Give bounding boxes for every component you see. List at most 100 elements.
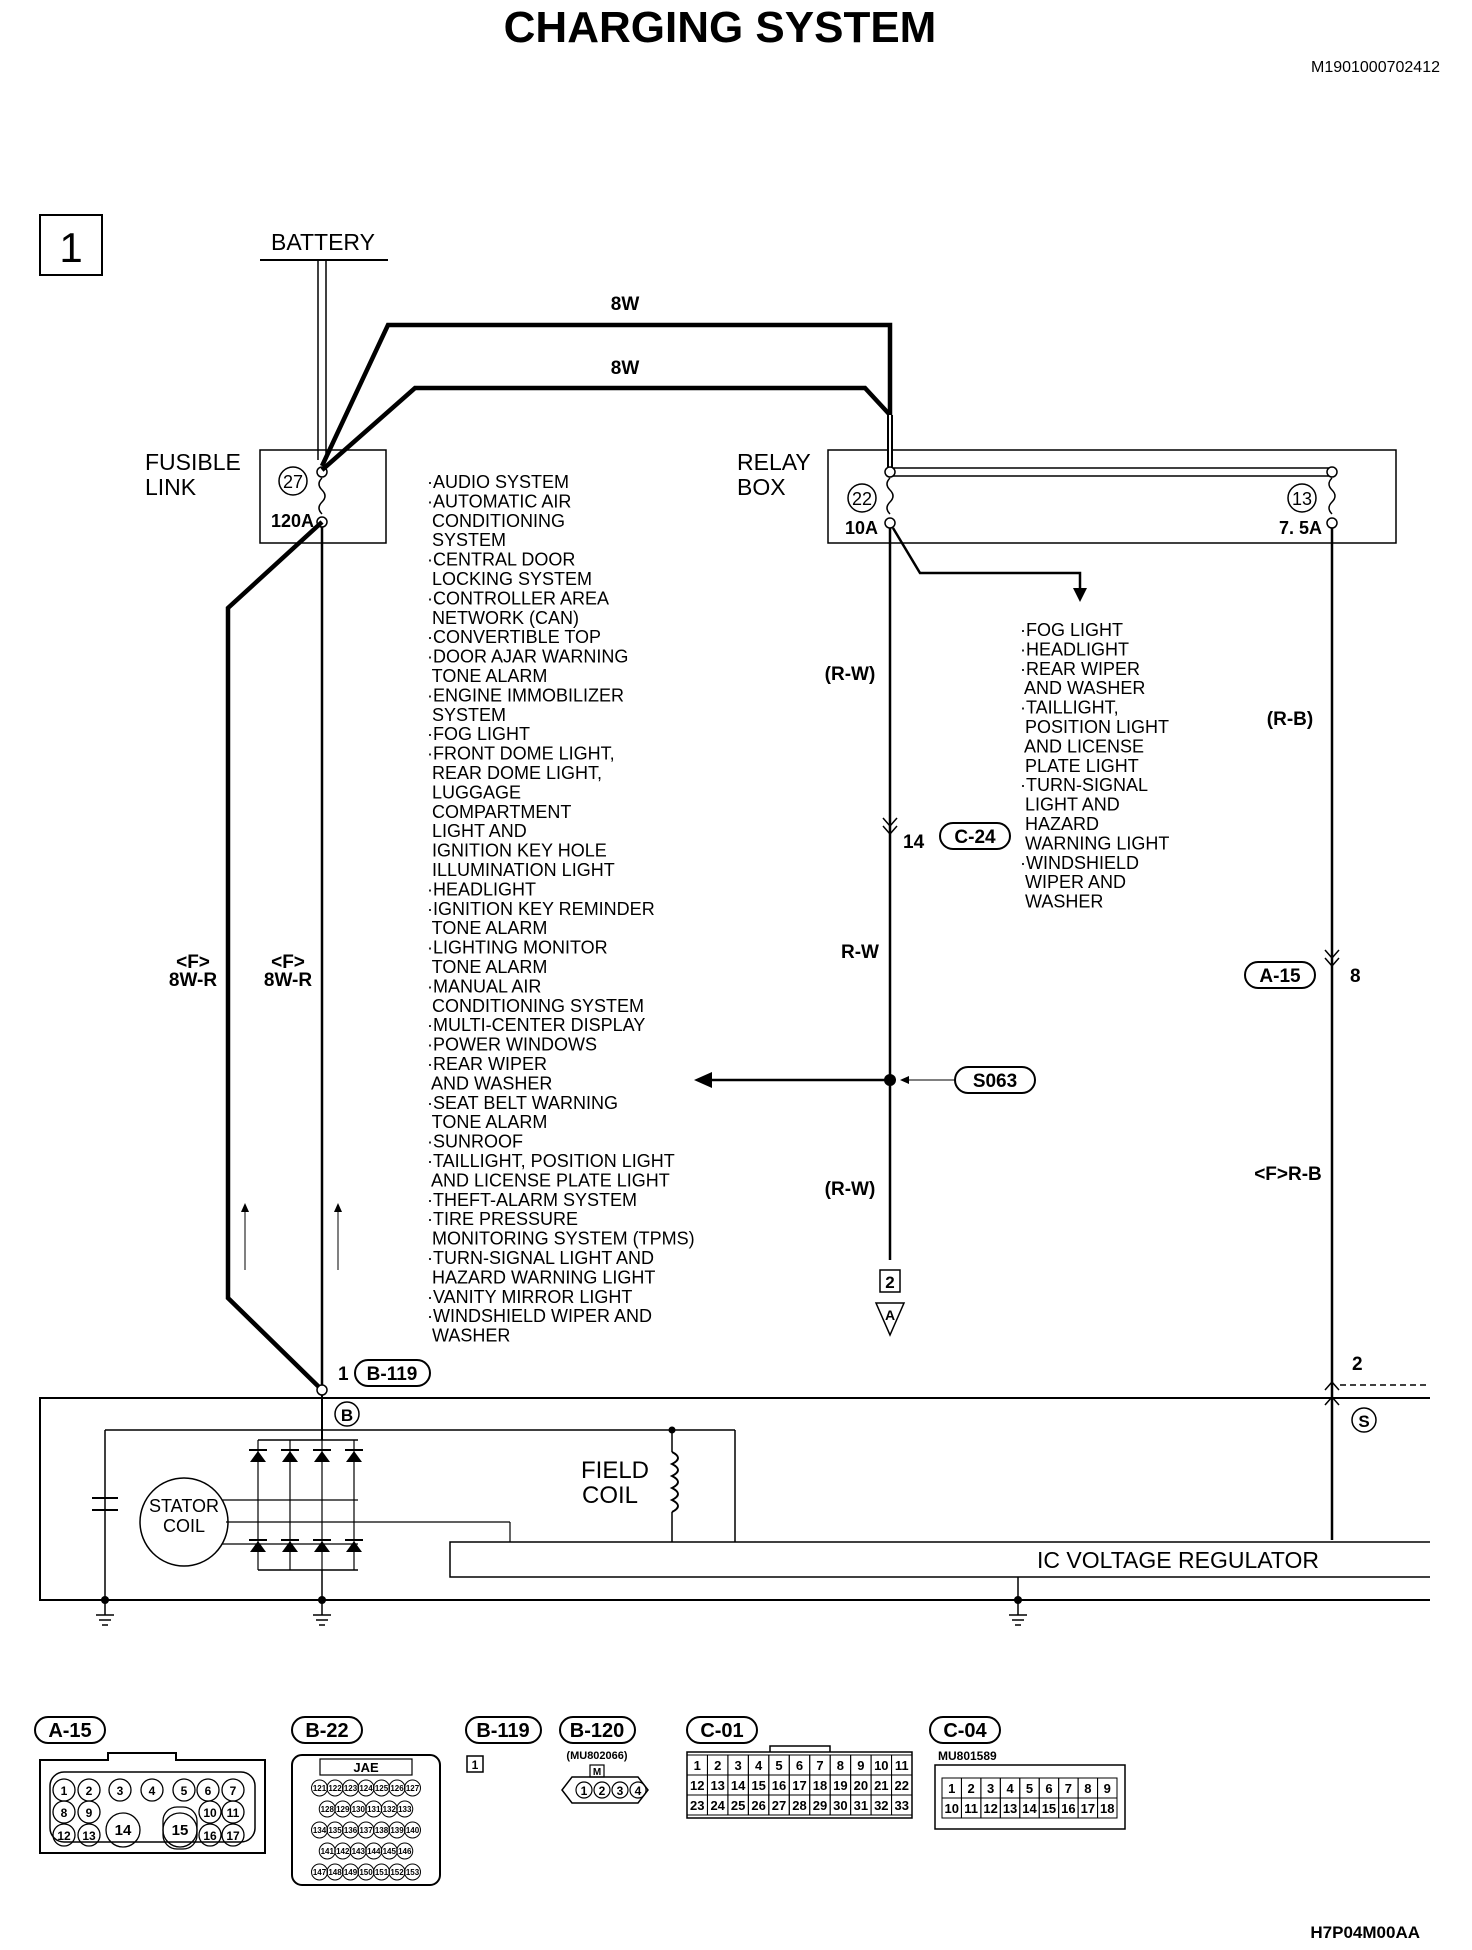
connector-pin-number: 2 bbox=[968, 1781, 975, 1796]
connector-view-b22-maker-box bbox=[319, 1758, 413, 1776]
connector-pin-number: 3 bbox=[735, 1758, 742, 1773]
current-arrow-right-head bbox=[334, 1203, 342, 1212]
connector-a15-label: A-15 bbox=[1259, 966, 1301, 987]
relay-fuse-22-element bbox=[886, 477, 894, 515]
field-coil-label-1: FIELD bbox=[581, 1457, 649, 1484]
connector-view-b22-badge bbox=[291, 1716, 363, 1744]
left-list-item: ·CENTRAL DOOR bbox=[427, 550, 575, 570]
connector-s-chevron-1 bbox=[1324, 1380, 1340, 1391]
connector-view-c04-part: MU801589 bbox=[938, 1749, 997, 1763]
connector-pin-number: 32 bbox=[874, 1798, 888, 1813]
page-title: CHARGING SYSTEM bbox=[504, 3, 937, 52]
wire-r-w-paren-bottom: (R-W) bbox=[825, 1179, 876, 1200]
left-list-item: ·POWER WINDOWS bbox=[427, 1035, 597, 1055]
connector-pin-number: 123 bbox=[344, 1784, 358, 1793]
connector-pin-number: 15 bbox=[751, 1778, 765, 1793]
connector-pin-number: 4 bbox=[635, 1784, 642, 1798]
connector-pin-number: 16 bbox=[1061, 1801, 1075, 1816]
fusible-link-rating: 120A bbox=[271, 511, 314, 531]
connector-pin-number: 14 bbox=[115, 1822, 132, 1839]
connector-view-b119-badge bbox=[465, 1716, 542, 1744]
fusible-link-label-1: FUSIBLE bbox=[145, 449, 241, 475]
connector-pin-number: 6 bbox=[796, 1758, 803, 1773]
left-list-item: ·HEADLIGHT bbox=[427, 879, 536, 899]
connector-pin-number: 143 bbox=[352, 1847, 366, 1856]
connector-pin bbox=[404, 1863, 421, 1881]
connector-pin-number: 127 bbox=[406, 1784, 420, 1793]
connector-view-c04-label: C-04 bbox=[943, 1720, 987, 1742]
left-list-item: TONE ALARM bbox=[427, 918, 547, 938]
connector-pin bbox=[198, 1823, 222, 1847]
connector-pin-number: 14 bbox=[1022, 1801, 1037, 1816]
connector-c24-chevron-2 bbox=[882, 825, 898, 836]
connector-pin bbox=[396, 1800, 414, 1818]
connector-pin-number: 128 bbox=[321, 1805, 335, 1814]
connector-pin-number: 11 bbox=[895, 1758, 909, 1773]
relay-fuse-13-element bbox=[1328, 477, 1336, 515]
left-list-item: ·LIGHTING MONITOR bbox=[427, 938, 608, 958]
connector-c24-badge bbox=[939, 822, 1011, 850]
connector-pin-number: 31 bbox=[854, 1798, 868, 1813]
connector-pin-number: 7 bbox=[816, 1758, 823, 1773]
connector-pin-number: 136 bbox=[344, 1826, 358, 1835]
connector-pin-number: 142 bbox=[336, 1847, 350, 1856]
splice-s063-label: S063 bbox=[973, 1071, 1017, 1092]
connector-pin-number: 145 bbox=[383, 1847, 397, 1856]
left-system-list: ·AUDIO SYSTEM·AUTOMATIC AIR CONDITIONING… bbox=[427, 472, 695, 1346]
connector-pin-number: 4 bbox=[755, 1758, 763, 1773]
wire-8w-2 bbox=[320, 385, 892, 472]
connector-pin bbox=[221, 1823, 245, 1847]
diode bbox=[346, 1541, 362, 1552]
connector-pin-number: 33 bbox=[895, 1798, 909, 1813]
splice-branch-arrow bbox=[694, 1072, 712, 1088]
connector-pin bbox=[140, 1778, 164, 1802]
continue-number: 2 bbox=[885, 1273, 894, 1292]
connector-pin bbox=[396, 1842, 414, 1860]
wire-r-b-paren: (R-B) bbox=[1267, 709, 1313, 730]
right-list-item: ·FOG LIGHT bbox=[1020, 620, 1123, 640]
connector-b119-badge bbox=[354, 1359, 431, 1387]
connector-view-a15-housing bbox=[39, 1752, 266, 1854]
connector-view-c01-latch bbox=[769, 1745, 831, 1752]
connector-pin bbox=[629, 1781, 647, 1799]
connector-a15-chevron-1 bbox=[1324, 949, 1340, 960]
current-arrow-left-head bbox=[241, 1203, 249, 1212]
right-list-item: WIPER AND bbox=[1020, 872, 1126, 892]
connector-pin-number: 13 bbox=[82, 1829, 96, 1843]
connector-pin-number: 122 bbox=[328, 1784, 342, 1793]
continue-box bbox=[879, 1269, 901, 1293]
connector-pin-number: 18 bbox=[813, 1778, 827, 1793]
left-list-item: SYSTEM bbox=[427, 530, 506, 550]
alternator-outline bbox=[39, 1397, 1430, 1601]
wire-r-w-paren-top: (R-W) bbox=[825, 664, 876, 685]
terminal-b-label: B bbox=[341, 1406, 353, 1425]
connector-pin-number: 12 bbox=[690, 1778, 704, 1793]
connector-pin bbox=[77, 1823, 101, 1847]
connector-pin-number: 144 bbox=[367, 1847, 381, 1856]
left-list-item: ·DOOR AJAR WARNING bbox=[427, 647, 628, 667]
connector-pin-number: 2 bbox=[86, 1784, 93, 1798]
connector-pin-number: 1 bbox=[694, 1758, 701, 1773]
left-list-item: MONITORING SYSTEM (TPMS) bbox=[427, 1229, 695, 1249]
connector-pin bbox=[77, 1800, 101, 1824]
connector-pin bbox=[221, 1800, 245, 1824]
stator-coil-label-1: STATOR bbox=[149, 1496, 219, 1516]
connector-pin-number: 124 bbox=[359, 1784, 373, 1793]
connector-pin-number: 5 bbox=[775, 1758, 782, 1773]
connector-pin-number: 8 bbox=[61, 1806, 68, 1820]
right-list-item: WASHER bbox=[1020, 892, 1103, 912]
splice-pointer-head bbox=[900, 1076, 909, 1084]
connector-pin-number: 13 bbox=[710, 1778, 724, 1793]
right-list-item: AND LICENSE bbox=[1020, 736, 1144, 756]
relay-box-label-2: BOX bbox=[737, 474, 786, 500]
right-list-item: LIGHT AND bbox=[1020, 795, 1120, 815]
wire-left-inner-label: 8W-R bbox=[264, 970, 312, 991]
connector-pin-number: 3 bbox=[117, 1784, 124, 1798]
left-list-item: ·ENGINE IMMOBILIZER bbox=[427, 685, 624, 705]
